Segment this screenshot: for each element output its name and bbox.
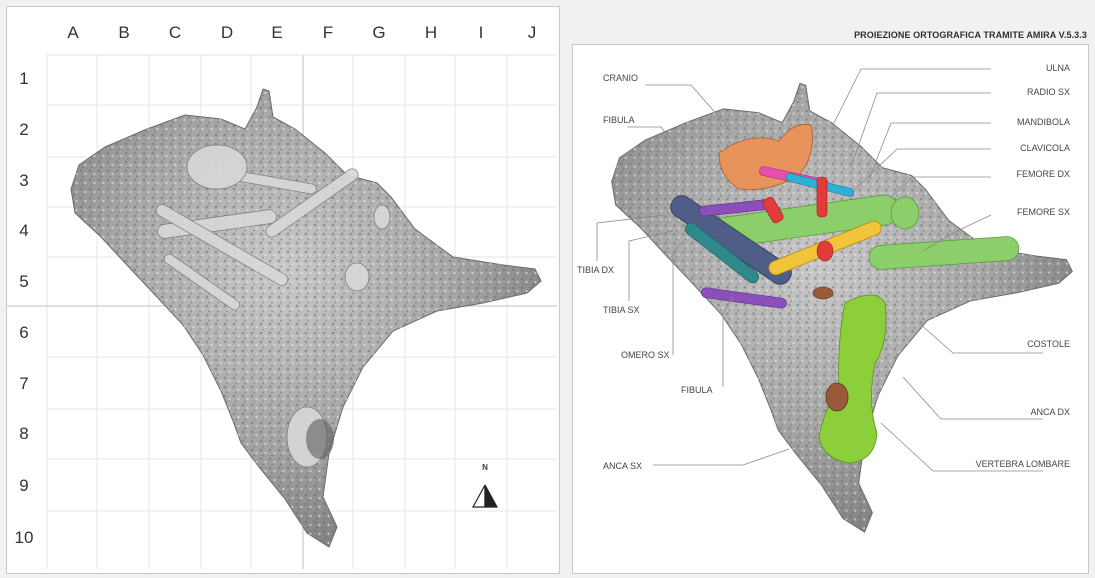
rock-texture: [71, 89, 541, 547]
col-label-b: B: [109, 23, 139, 43]
row-label-8: 8: [7, 424, 41, 444]
bone-femore-head: [891, 197, 919, 229]
bone-radio-sx: [817, 177, 827, 217]
col-label-d: D: [212, 23, 242, 43]
label-femore-dx: FEMORE DX: [1016, 169, 1070, 180]
label-tibia-dx: TIBIA DX: [577, 265, 614, 276]
row-label-9: 9: [7, 476, 41, 496]
bone-fragment: [813, 287, 833, 299]
row-label-7: 7: [7, 374, 41, 394]
grid-svg: [7, 7, 561, 575]
row-label-4: 4: [7, 221, 41, 241]
label-tibia-sx: TIBIA SX: [603, 305, 640, 316]
col-label-c: C: [160, 23, 190, 43]
label-cranio: CRANIO: [603, 73, 638, 84]
row-label-10: 10: [7, 528, 41, 548]
col-label-g: G: [364, 23, 394, 43]
col-label-e: E: [262, 23, 292, 43]
page-title: PROIEZIONE ORTOGRAFICA TRAMITE AMIRA V.5…: [854, 30, 1087, 40]
reconstruction-panel: CRANIO FIBULA TIBIA DX TIBIA SX OMERO SX…: [572, 44, 1089, 574]
row-label-3: 3: [7, 171, 41, 191]
row-label-1: 1: [7, 69, 41, 89]
label-omero-sx: OMERO SX: [621, 350, 670, 361]
col-label-a: A: [58, 23, 88, 43]
row-label-5: 5: [7, 272, 41, 292]
label-anca-sx: ANCA SX: [603, 461, 642, 472]
north-label: N: [477, 463, 493, 472]
hollow: [306, 419, 334, 459]
row-label-2: 2: [7, 120, 41, 140]
label-costole: COSTOLE: [1027, 339, 1070, 350]
label-vertebra-lombare: VERTEBRA LOMBARE: [976, 459, 1070, 470]
label-femore-sx: FEMORE SX: [1017, 207, 1070, 218]
label-anca-dx: ANCA DX: [1030, 407, 1070, 418]
bone-radio-end: [817, 241, 833, 261]
col-label-h: H: [416, 23, 446, 43]
label-mandibola: MANDIBOLA: [1017, 117, 1070, 128]
scan-model-left: [71, 89, 541, 547]
col-label-i: I: [466, 23, 496, 43]
label-fibula-top: FIBULA: [603, 115, 635, 126]
label-fibula-bottom: FIBULA: [681, 385, 713, 396]
col-label-f: F: [313, 23, 343, 43]
col-label-j: J: [517, 23, 547, 43]
row-label-6: 6: [7, 323, 41, 343]
grid-panel: A B C D E F G H I J 1 2 3 4 5 6 7 8 9 10…: [6, 6, 560, 574]
bone-vertebra-lombare: [826, 383, 848, 411]
label-radio-sx: RADIO SX: [1027, 87, 1070, 98]
north-arrow: [473, 485, 497, 507]
label-ulna: ULNA: [1046, 63, 1070, 74]
reconstruction-svg: [573, 45, 1090, 575]
label-clavicola: CLAVICOLA: [1020, 143, 1070, 154]
